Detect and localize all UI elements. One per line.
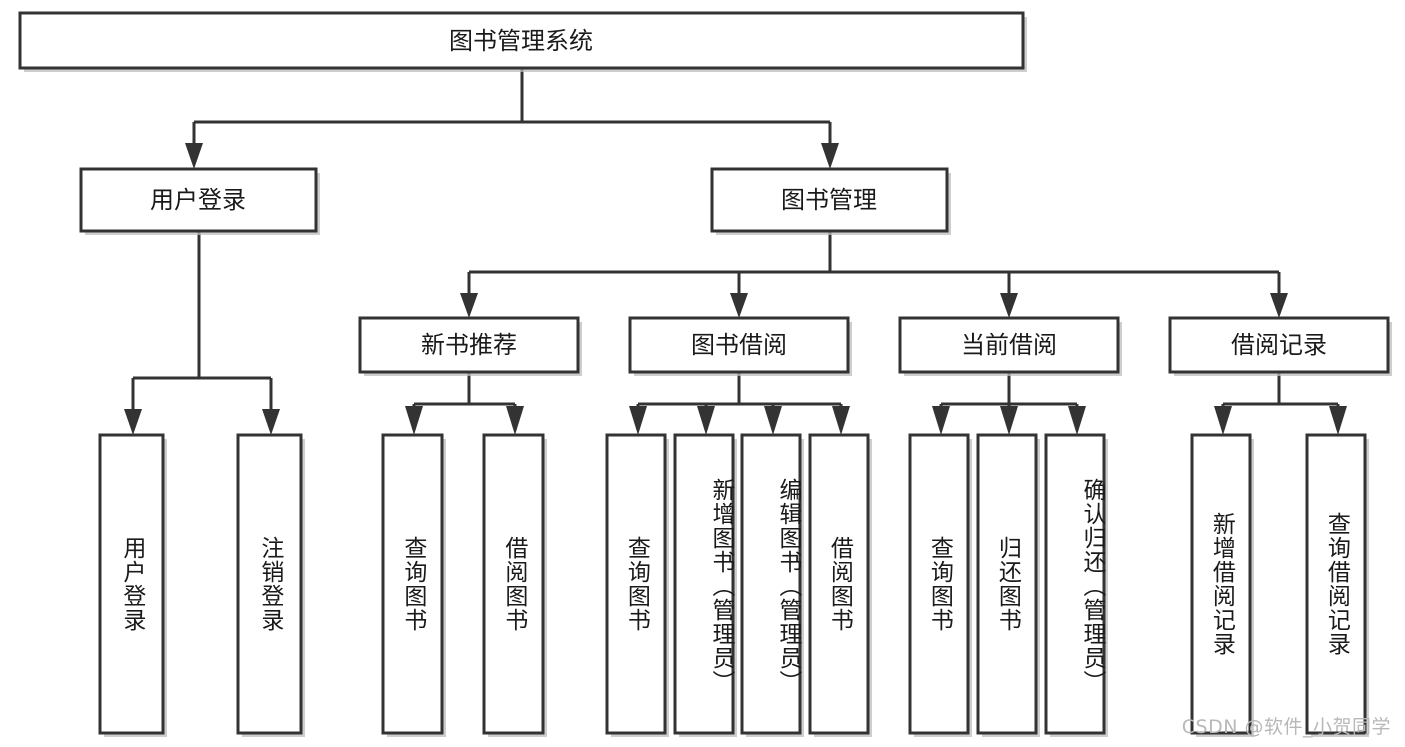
arrow-leaf-query-book-2 [629, 406, 647, 435]
node-root[interactable]: 图书管理系统 [18, 11, 1027, 72]
node-book-manage[interactable]: 图书管理 [710, 167, 951, 235]
connector-root-to-level2 [185, 68, 839, 169]
leaf-add-record-box[interactable] [1190, 433, 1252, 735]
arrow-new-book-rec [460, 293, 478, 318]
node-user-login-box[interactable] [79, 167, 318, 233]
arrow-leaf-query-book-3 [932, 406, 950, 435]
connector-borrow-record-to-leaves [1214, 373, 1347, 435]
node-new-book-rec[interactable]: 新书推荐 [358, 316, 582, 376]
arrow-leaf-user-login [124, 409, 142, 435]
leaf-query-book-1-box[interactable] [381, 433, 444, 735]
leaf-edit-book-box[interactable] [740, 433, 802, 735]
arrow-leaf-query-book-1 [405, 406, 423, 435]
node-current-borrow[interactable]: 当前借阅 [898, 316, 1122, 376]
leaf-logout-box[interactable] [236, 433, 303, 735]
node-book-manage-label: 图书管理 [781, 186, 877, 214]
node-user-login-label: 用户登录 [150, 186, 246, 214]
node-book-borrow-box[interactable] [628, 316, 850, 374]
node-book-borrow-label: 图书借阅 [691, 331, 787, 359]
arrow-book-borrow [730, 293, 748, 318]
node-book-manage-box[interactable] [710, 167, 949, 233]
arrow-user-login [185, 143, 203, 169]
connector-current-borrow-to-leaves [932, 373, 1086, 435]
node-user-login[interactable]: 用户登录 [79, 167, 320, 235]
arrow-leaf-borrow-book-2 [832, 406, 850, 435]
node-borrow-record[interactable]: 借阅记录 [1168, 316, 1392, 376]
arrow-leaf-edit-book [764, 406, 782, 435]
node-borrow-record-label: 借阅记录 [1231, 331, 1327, 359]
leaf-return-book-box[interactable] [976, 433, 1038, 735]
leaf-query-record-box[interactable] [1305, 433, 1367, 735]
arrow-leaf-logout [262, 409, 280, 435]
connector-user-login-to-leaves [124, 232, 280, 435]
arrow-borrow-record [1270, 293, 1288, 318]
connector-new-book-rec-to-leaves [405, 373, 524, 435]
arrow-book-manage [821, 143, 839, 169]
node-new-book-rec-box[interactable] [358, 316, 580, 374]
leaf-query-book-3-box[interactable] [908, 433, 970, 735]
leaf-user-login-box[interactable] [98, 433, 165, 735]
node-root-label: 图书管理系统 [449, 27, 593, 55]
node-book-borrow[interactable]: 图书借阅 [628, 316, 852, 376]
leaf-add-book-box[interactable] [673, 433, 735, 735]
leaf-borrow-book-2-box[interactable] [808, 433, 870, 735]
arrow-leaf-borrow-book-1 [506, 406, 524, 435]
connector-book-borrow-to-leaves [629, 373, 850, 435]
node-borrow-record-box[interactable] [1168, 316, 1390, 374]
node-new-book-rec-label: 新书推荐 [421, 331, 517, 359]
node-current-borrow-label: 当前借阅 [961, 331, 1057, 359]
leaf-borrow-book-1-box[interactable] [482, 433, 545, 735]
arrow-leaf-return-book [1000, 406, 1018, 435]
leaf-query-book-2-box[interactable] [605, 433, 667, 735]
node-root-box[interactable] [18, 11, 1025, 70]
arrow-leaf-add-record [1214, 406, 1232, 435]
arrow-current-borrow [1000, 293, 1018, 318]
leaf-confirm-return-box[interactable] [1044, 433, 1106, 735]
connector-book-manage-to-level3 [460, 232, 1288, 318]
node-current-borrow-box[interactable] [898, 316, 1120, 374]
leaf-boxes [98, 433, 1369, 737]
arrow-leaf-query-record [1329, 406, 1347, 435]
arrow-leaf-add-book [697, 406, 715, 435]
csdn-watermark: CSDN @软件_小贺同学 [1181, 716, 1391, 738]
arrow-leaf-confirm-return [1068, 406, 1086, 435]
